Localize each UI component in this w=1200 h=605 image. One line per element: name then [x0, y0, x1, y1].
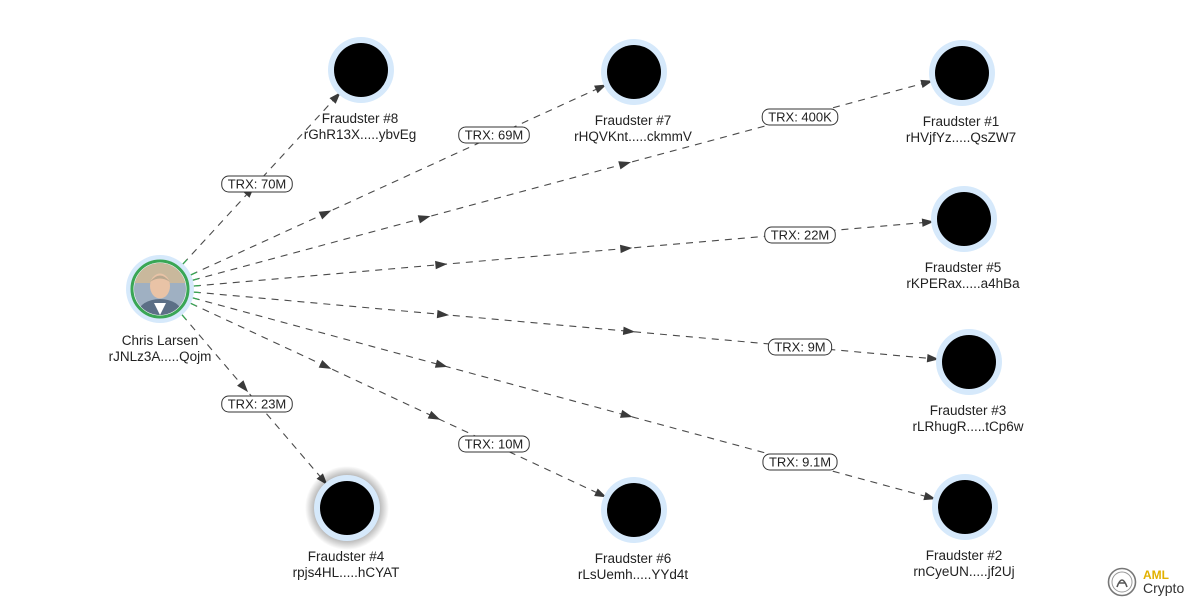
node-address: rnCyeUN.....jf2Uj: [913, 564, 1014, 579]
edge-f1: [185, 79, 934, 283]
brand-name-bottom: Crypto: [1143, 580, 1185, 596]
node-address: rHVjfYz.....QsZW7: [906, 130, 1016, 145]
node-core: [938, 480, 992, 534]
edge-end-arrow: [923, 491, 937, 501]
edge-label: TRX: 69M: [458, 126, 530, 144]
edge-label: TRX: 9.1M: [762, 453, 838, 471]
edge-mid-arrow: [622, 326, 636, 335]
edge-label-text: TRX: 9.1M: [769, 455, 831, 470]
edge-line: [192, 297, 931, 499]
edge-mid-arrow: [435, 260, 448, 270]
edge-line: [192, 81, 928, 281]
node-address: rHQVKnt.....ckmmV: [574, 129, 692, 144]
edge-mid-arrow: [318, 360, 332, 369]
edge-f6: [184, 299, 607, 498]
node-name: Chris Larsen: [122, 333, 199, 348]
edge-label: TRX: 400K: [761, 108, 839, 126]
node-core: [334, 43, 388, 97]
edge-label: TRX: 23M: [221, 395, 293, 413]
node-name: Fraudster #2: [926, 548, 1003, 563]
edge-label-text: TRX: 9M: [774, 340, 825, 355]
node-address: rLsUemh.....YYd4t: [578, 567, 689, 582]
edge-mid-arrow: [318, 210, 332, 220]
node-core: [937, 192, 991, 246]
edge-mid-arrow: [237, 380, 249, 393]
avatar-hair: [150, 275, 170, 282]
node-name: Fraudster #8: [322, 111, 399, 126]
edge-label-box: [764, 226, 836, 244]
node-core: [320, 481, 374, 535]
edge-line: [190, 86, 602, 276]
edge-label: TRX: 10M: [458, 435, 530, 453]
node-name: Fraudster #5: [925, 260, 1002, 275]
edge-label-box: [221, 395, 293, 413]
edge-mid-arrow: [436, 309, 450, 319]
edge-label-box: [458, 126, 530, 144]
edge-label-box: [767, 338, 833, 356]
edge-label-box: [221, 175, 293, 193]
edge-end-arrow: [920, 79, 934, 88]
edges-layer: [177, 79, 940, 501]
node-core: [935, 46, 989, 100]
node-address: rJNLz3A.....Qojm: [109, 349, 212, 364]
avatar: [134, 263, 186, 315]
node-name: Fraudster #4: [308, 549, 385, 564]
edge-mid-arrow: [427, 410, 441, 420]
edge-label-box: [458, 435, 530, 453]
node-address: rpjs4HL.....hCYAT: [293, 565, 400, 580]
node-core: [607, 45, 661, 99]
edge-label: TRX: 22M: [764, 226, 836, 244]
brand-seal-icon: [1107, 567, 1137, 597]
edge-label-text: TRX: 23M: [228, 397, 287, 412]
node-address: rKPERax.....a4hBa: [906, 276, 1020, 291]
edge-end-arrow: [594, 488, 607, 498]
edge-label: TRX: 9M: [767, 338, 833, 356]
edge-end-arrow: [921, 218, 935, 227]
edge-end-arrow: [329, 92, 341, 104]
node-name: Fraudster #6: [595, 551, 672, 566]
node-name: Fraudster #7: [595, 113, 672, 128]
edge-label-text: TRX: 10M: [465, 437, 524, 452]
edge-line: [190, 302, 602, 496]
avatar-collar: [154, 303, 166, 315]
brand-logo: AML Crypto: [1107, 567, 1184, 597]
edge-label-box: [761, 108, 839, 126]
edge-line: [193, 291, 934, 360]
node-address: rGhR13X.....ybvEg: [304, 127, 417, 142]
node-core: [607, 483, 661, 537]
edge-label: TRX: 70M: [221, 175, 293, 193]
edge-end-arrow: [926, 354, 940, 363]
node-core: [942, 335, 996, 389]
edge-mid-arrow: [618, 161, 631, 170]
edge-label-text: TRX: 70M: [228, 177, 287, 192]
node-name: Fraudster #1: [923, 114, 1000, 129]
edge-mid-arrow: [434, 359, 448, 368]
node-name: Fraudster #3: [930, 403, 1007, 418]
edge-mid-arrow: [417, 215, 431, 224]
edge-mid-arrow: [620, 409, 633, 418]
edge-mid-arrow: [619, 244, 633, 254]
edge-labels-layer: TRX: 70M TRX: 69M TRX: 400K TRX: 22M TRX: 9M…: [221, 108, 839, 471]
node-address: rLRhugR.....tCp6w: [912, 419, 1023, 434]
edge-label-box: [762, 453, 838, 471]
edge-label-text: TRX: 69M: [465, 128, 524, 143]
avatar-background-top: [134, 263, 186, 283]
edge-label-text: TRX: 400K: [768, 110, 832, 125]
brand-name-top: AML: [1143, 568, 1169, 582]
edge-label-text: TRX: 22M: [771, 228, 830, 243]
edge-end-arrow: [594, 84, 607, 94]
avatar-face: [150, 273, 170, 299]
